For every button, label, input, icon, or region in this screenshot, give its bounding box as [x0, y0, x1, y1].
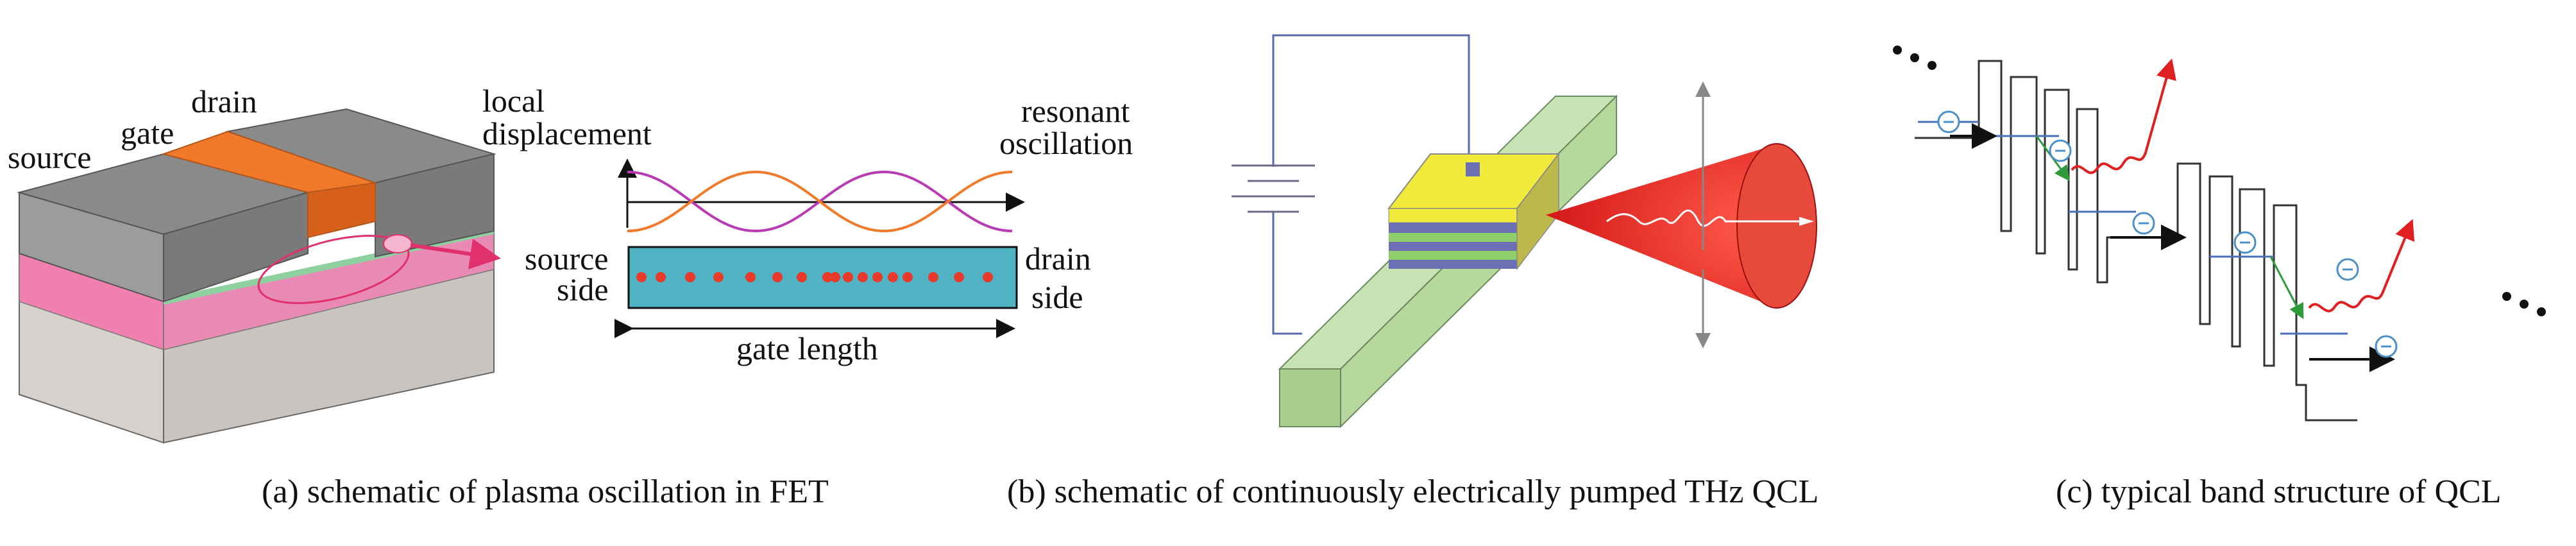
label-displacement: displacement — [482, 115, 652, 151]
battery-icon — [1232, 164, 1315, 213]
label-drain: drain — [191, 83, 257, 119]
label-source-side-1: source — [525, 241, 609, 277]
channel-bar — [627, 246, 1018, 309]
electron-icons — [1937, 110, 2398, 358]
label-source: source — [8, 139, 92, 175]
panel-a: source gate drain local displacement res… — [8, 83, 1133, 510]
label-oscillation: oscillation — [999, 125, 1133, 161]
label-gate-length: gate length — [736, 330, 878, 366]
ellipsis-top-left — [1893, 46, 1936, 70]
caption-a: (a) schematic of plasma oscillation in F… — [262, 473, 829, 510]
label-source-side-2: side — [557, 271, 609, 307]
displacement-plot — [618, 158, 1025, 233]
label-drain-side-2: side — [1031, 279, 1083, 315]
caption-b: (b) schematic of continuously electrical… — [1007, 473, 1818, 510]
fet-device — [17, 108, 501, 444]
label-gate: gate — [121, 115, 174, 151]
energy-levels — [1918, 121, 2348, 335]
label-resonant: resonant — [1021, 93, 1130, 129]
caption-c: (c) typical band structure of QCL — [2056, 473, 2502, 510]
panel-c: (c) typical band structure of QCL — [1893, 46, 2546, 510]
label-local: local — [482, 83, 545, 119]
label-drain-side-1: drain — [1025, 241, 1091, 277]
transport-arrows — [1950, 123, 2395, 372]
qcl-chip — [1387, 152, 1561, 271]
band-profile — [1915, 60, 2357, 422]
circuit — [1272, 34, 1470, 335]
panel-b: (b) schematic of continuously electrical… — [1007, 34, 1818, 510]
ellipsis-bottom-right — [2502, 292, 2546, 316]
photon-waves — [2071, 58, 2415, 312]
thz-beam — [1546, 81, 1817, 348]
